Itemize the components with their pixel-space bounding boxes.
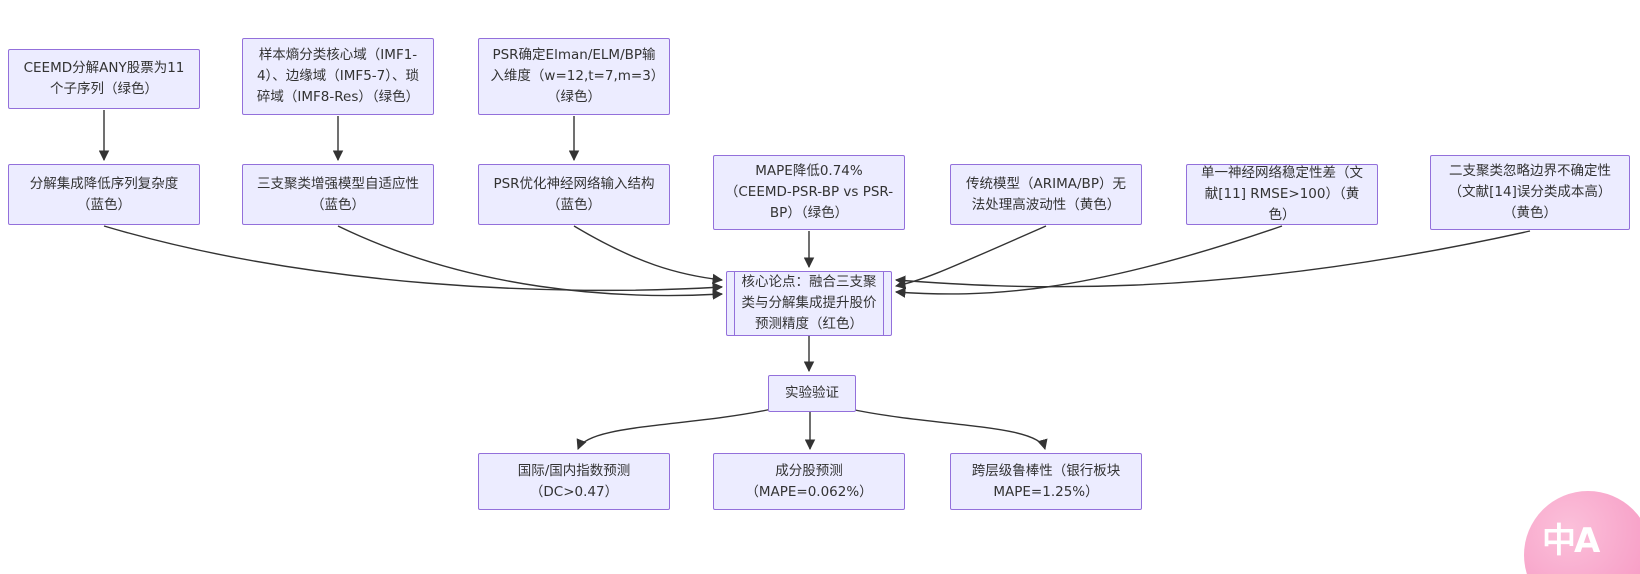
node-label: PSR确定Elman/ELM/BP输入维度（w=12,t=7,m=3）（绿色） <box>490 47 658 105</box>
node-sample-entropy: 样本熵分类核心域（IMF1-4）、边缘域（IMF5-7）、琐碎域（IMF8-Re… <box>242 38 434 115</box>
node-psr-dimension: PSR确定Elman/ELM/BP输入维度（w=12,t=7,m=3）（绿色） <box>478 38 670 115</box>
node-decomp-integration: 分解集成降低序列复杂度（蓝色） <box>8 164 200 225</box>
node-label: PSR优化神经网络输入结构（蓝色） <box>493 175 655 213</box>
node-label: 二支聚类忽略边界不确定性（文献[14]误分类成本高）（黄色） <box>1448 163 1612 221</box>
node-label: CEEMD分解ANY股票为11个子序列（绿色） <box>23 60 185 97</box>
node-label: MAPE降低0.74%（CEEMD-PSR-BP vs PSR-BP）（绿色） <box>724 163 894 221</box>
node-label: 样本熵分类核心域（IMF1-4）、边缘域（IMF5-7）、琐碎域（IMF8-Re… <box>256 47 420 105</box>
edge-traditional-core <box>894 225 1047 290</box>
edge-threeway-core <box>337 225 724 300</box>
node-ceemd-decomposition: CEEMD分解ANY股票为11个子序列（绿色） <box>8 49 200 109</box>
node-mape-reduction: MAPE降低0.74%（CEEMD-PSR-BP vs PSR-BP）（绿色） <box>713 155 905 230</box>
node-label: 实验验证 <box>785 385 839 402</box>
edge-singlenn-core <box>894 225 1283 298</box>
node-label: 成分股预测（MAPE=0.062%） <box>745 462 873 500</box>
edge-decomp-core <box>103 225 724 293</box>
translate-badge-label: 中A <box>1542 521 1600 561</box>
edge-experiment-robustness <box>849 408 1048 451</box>
node-label: 传统模型（ARIMA/BP）无法处理高波动性（黄色） <box>966 175 1126 213</box>
translate-badge-button[interactable]: 中A <box>1524 491 1640 574</box>
edge-psrstruct-core <box>573 225 724 285</box>
node-label: 三支聚类增强模型自适应性（蓝色） <box>257 175 419 213</box>
node-component-forecast: 成分股预测（MAPE=0.062%） <box>713 453 905 510</box>
node-index-forecast: 国际/国内指数预测（DC>0.47） <box>478 453 670 510</box>
node-core-thesis: 核心论点：融合三支聚类与分解集成提升股价预测精度（红色） <box>726 271 892 336</box>
edge-experiment-index <box>576 408 773 450</box>
node-label: 核心论点：融合三支聚类与分解集成提升股价预测精度（红色） <box>741 274 877 332</box>
node-psr-structure: PSR优化神经网络输入结构（蓝色） <box>478 164 670 225</box>
node-experiment-validation: 实验验证 <box>768 375 856 412</box>
node-label: 跨层级鲁棒性（银行板块 MAPE=1.25%） <box>971 462 1121 500</box>
node-label: 分解集成降低序列复杂度（蓝色） <box>29 175 179 213</box>
node-robustness: 跨层级鲁棒性（银行板块 MAPE=1.25%） <box>950 453 1142 510</box>
node-single-nn-unstable: 单一神经网络稳定性差（文献[11] RMSE>100）（黄色） <box>1186 164 1378 225</box>
node-three-way-enhance: 三支聚类增强模型自适应性（蓝色） <box>242 164 434 225</box>
edge-twoway-core <box>894 230 1531 288</box>
node-label: 国际/国内指数预测（DC>0.47） <box>517 462 631 500</box>
node-traditional-limit: 传统模型（ARIMA/BP）无法处理高波动性（黄色） <box>950 164 1142 225</box>
node-label: 单一神经网络稳定性差（文献[11] RMSE>100）（黄色） <box>1201 165 1363 223</box>
node-two-way-limit: 二支聚类忽略边界不确定性（文献[14]误分类成本高）（黄色） <box>1430 155 1630 230</box>
